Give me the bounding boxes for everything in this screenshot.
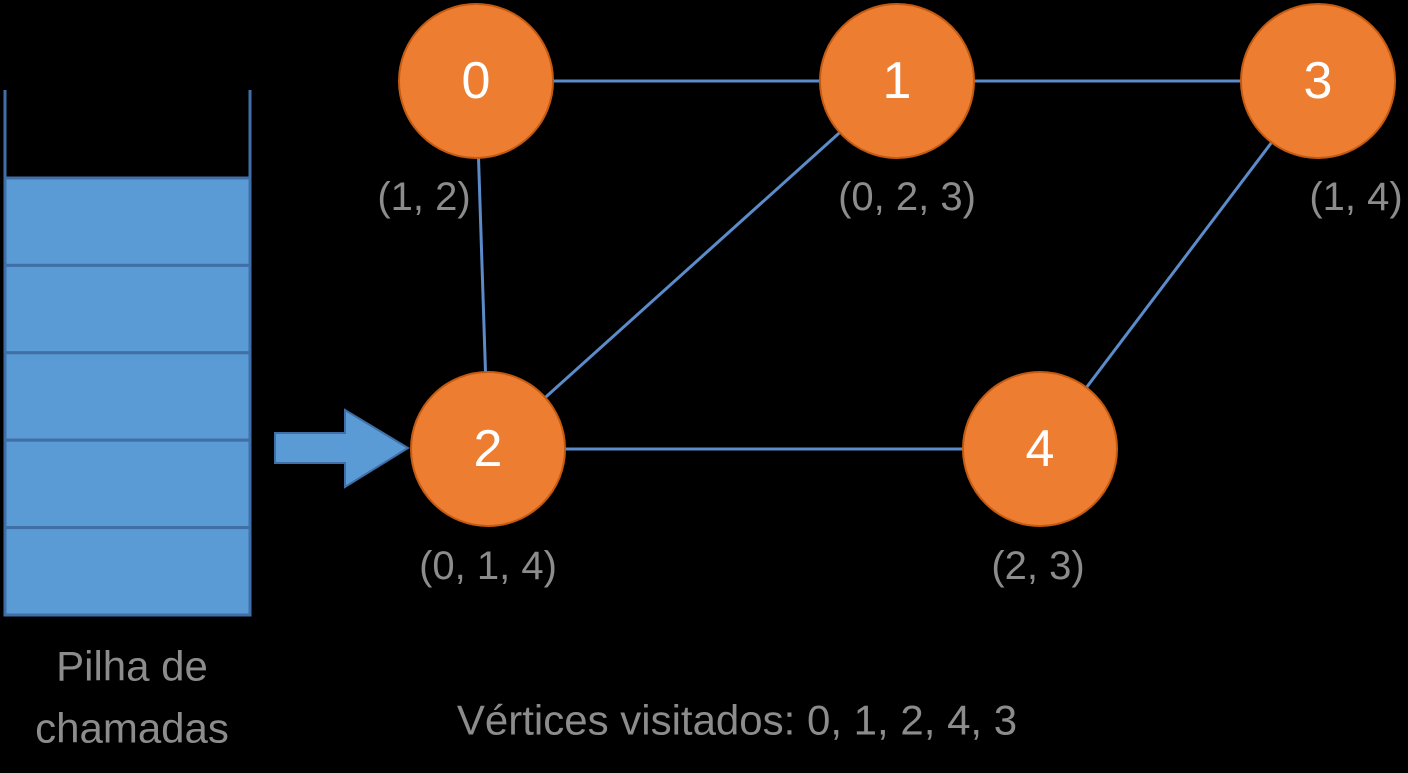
node-circle-0 [398,3,554,159]
adjacency-label-1: (0, 2, 3) [838,175,976,219]
node-1: 1 [819,3,975,159]
adjacency-labels: (1, 2) (0, 2, 3) (1, 4) (0, 1, 4) (2, 3) [377,175,1402,588]
node-label-4: 4 [1026,420,1055,478]
node-label-2: 2 [474,420,503,478]
stack-slots [3,176,252,617]
node-circle-3 [1240,3,1396,159]
stack-slot [3,176,252,267]
node-circle-4 [962,371,1118,527]
graph-nodes: 0 1 3 2 4 [398,3,1396,527]
arrow-right-icon [274,408,410,489]
node-circle-2 [410,371,566,527]
visited-vertices-caption: Vértices visitados: 0, 1, 2, 4, 3 [457,697,1017,744]
edge-1-2 [486,79,899,451]
node-label-1: 1 [883,52,912,110]
stack-label-line1: Pilha de [56,643,208,690]
node-label-0: 0 [462,52,491,110]
node-4: 4 [962,371,1118,527]
stack-slot [3,263,252,355]
node-0: 0 [398,3,554,159]
adjacency-label-2: (0, 1, 4) [419,544,557,588]
adjacency-label-3: (1, 4) [1309,175,1402,219]
node-3: 3 [1240,3,1396,159]
adjacency-label-0: (1, 2) [377,175,470,219]
node-2: 2 [410,371,566,527]
node-circle-1 [819,3,975,159]
adjacency-label-4: (2, 3) [991,544,1084,588]
stack-slot [3,438,252,530]
stack-slot [3,351,252,442]
stack-slot [3,526,252,617]
call-stack [3,90,252,617]
stack-label-line2: chamadas [35,705,229,752]
node-label-3: 3 [1304,52,1333,110]
